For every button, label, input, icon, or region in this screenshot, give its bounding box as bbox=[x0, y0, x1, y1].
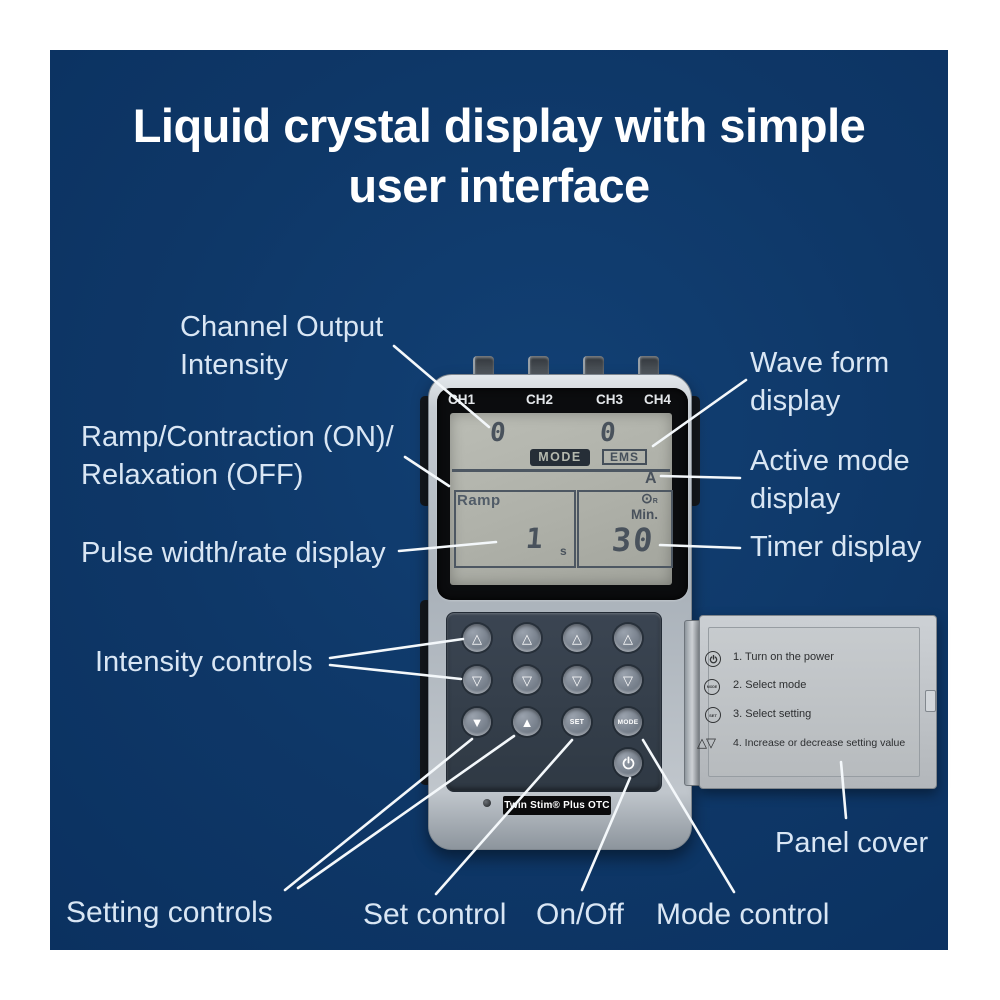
down-arrow-icon: ▽ bbox=[522, 672, 532, 688]
active-mode-value: A bbox=[645, 470, 657, 487]
arrows-icon: △▽ bbox=[697, 735, 716, 750]
ch1-intensity-up-button[interactable]: △ bbox=[463, 624, 491, 652]
title-line-2: user interface bbox=[348, 159, 650, 212]
timer-unit: Min. bbox=[631, 507, 658, 522]
set-button[interactable]: SET bbox=[563, 708, 591, 736]
page-title: Liquid crystal display with simple user … bbox=[50, 96, 948, 216]
channel-label-ch2: CH2 bbox=[526, 392, 554, 407]
pulse-value: 1 bbox=[524, 522, 545, 555]
label-mode-control: Mode control bbox=[656, 898, 830, 931]
ch2-intensity-up-button[interactable]: △ bbox=[513, 624, 541, 652]
instruction-1: 1. Turn on the power bbox=[733, 651, 834, 663]
ch1-intensity-value: 0 bbox=[488, 418, 507, 448]
channel-label-ch1: CH1 bbox=[448, 392, 476, 407]
down-arrow-icon: ▽ bbox=[572, 672, 582, 688]
screw bbox=[483, 799, 491, 807]
up-arrow-icon: △ bbox=[623, 630, 633, 646]
down-arrow-icon: ▽ bbox=[623, 672, 633, 688]
power-button[interactable] bbox=[614, 749, 642, 777]
up-arrow-solid-icon: ▲ bbox=[520, 714, 534, 730]
down-arrow-icon: ▽ bbox=[472, 672, 482, 688]
brand-plate: Twin Stim® Plus OTC bbox=[503, 796, 611, 815]
lcd-screen bbox=[450, 413, 672, 585]
setting-up-button[interactable]: ▲ bbox=[513, 708, 541, 736]
timer-section-box bbox=[577, 490, 673, 568]
ch4-intensity-down-button[interactable]: ▽ bbox=[614, 666, 642, 694]
label-ramp-contraction: Ramp/Contraction (ON)/ Relaxation (OFF) bbox=[81, 421, 394, 491]
label-wave-form: Wave form display bbox=[750, 347, 890, 417]
up-arrow-icon: △ bbox=[522, 630, 532, 646]
ramp-indicator: Ramp bbox=[457, 492, 501, 509]
timer-value: 30 bbox=[610, 521, 657, 559]
connector-port-ch3 bbox=[583, 356, 604, 378]
ch3-intensity-down-button[interactable]: ▽ bbox=[563, 666, 591, 694]
label-timer-display: Timer display bbox=[750, 531, 922, 563]
ch2-intensity-down-button[interactable]: ▽ bbox=[513, 666, 541, 694]
up-arrow-icon: △ bbox=[572, 630, 582, 646]
label-active-mode: Active mode display bbox=[750, 445, 910, 515]
setting-down-button[interactable]: ▼ bbox=[463, 708, 491, 736]
label-intensity-controls: Intensity controls bbox=[95, 646, 313, 678]
label-panel-cover: Panel cover bbox=[775, 827, 929, 859]
panel-cover-inner bbox=[708, 627, 920, 777]
power-icon bbox=[622, 756, 634, 769]
ems-indicator-badge: EMS bbox=[602, 449, 647, 465]
instruction-2: 2. Select mode bbox=[733, 679, 807, 691]
title-line-1: Liquid crystal display with simple bbox=[132, 99, 866, 152]
label-pulse-width-rate: Pulse width/rate display bbox=[81, 537, 386, 569]
label-channel-output-intensity: Channel Output Intensity bbox=[180, 311, 384, 381]
connector-port-ch4 bbox=[638, 356, 659, 378]
mode-button[interactable]: MODE bbox=[614, 708, 642, 736]
instruction-3: 3. Select setting bbox=[733, 708, 812, 720]
instruction-4: 4. Increase or decrease setting value bbox=[733, 737, 906, 749]
ch4-intensity-up-button[interactable]: △ bbox=[614, 624, 642, 652]
pulse-unit: s bbox=[560, 544, 567, 558]
power-glyph bbox=[709, 654, 717, 663]
down-arrow-solid-icon: ▼ bbox=[470, 714, 484, 730]
ch3-intensity-up-button[interactable]: △ bbox=[563, 624, 591, 652]
set-icon: SET bbox=[705, 707, 721, 723]
power-icon bbox=[705, 651, 721, 667]
connector-port-ch2 bbox=[528, 356, 549, 378]
label-setting-controls: Setting controls bbox=[66, 896, 273, 929]
mode-indicator-badge: MODE bbox=[530, 449, 590, 466]
lcd-divider-line bbox=[452, 469, 670, 472]
cover-clasp bbox=[925, 690, 936, 712]
up-arrow-icon: △ bbox=[472, 630, 482, 646]
pulse-section-box bbox=[454, 490, 576, 568]
mode-icon: MODE bbox=[704, 679, 720, 695]
channel-label-ch4: CH4 bbox=[644, 392, 672, 407]
ch3-intensity-value: 0 bbox=[598, 418, 617, 448]
label-set-control: Set control bbox=[363, 898, 507, 931]
ch1-intensity-down-button[interactable]: ▽ bbox=[463, 666, 491, 694]
channel-label-ch3: CH3 bbox=[596, 392, 624, 407]
timer-repeat-icon: ⊙R bbox=[641, 490, 658, 506]
label-on-off: On/Off bbox=[536, 898, 624, 931]
